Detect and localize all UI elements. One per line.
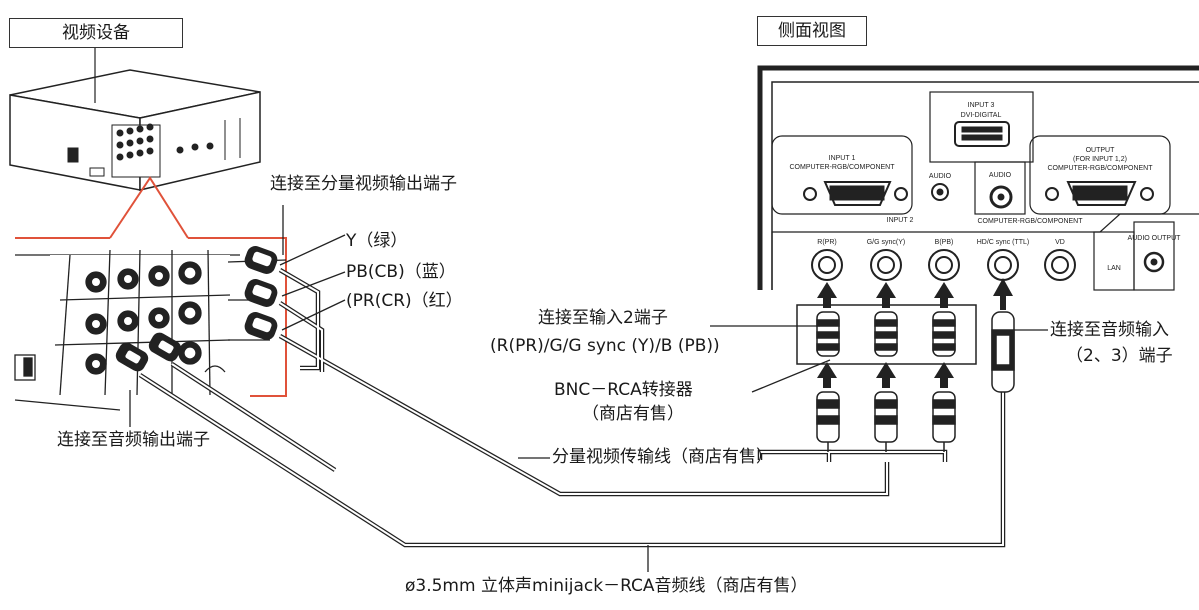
insert-arrows	[817, 278, 1013, 388]
leader-lines	[129, 205, 1048, 572]
audio-cable-inner	[139, 363, 1004, 546]
bnc-adapter-group-box	[796, 304, 977, 365]
svg-text:R(PR): R(PR)	[817, 239, 836, 246]
svg-text:G/G sync(Y): G/G sync(Y)	[867, 239, 906, 246]
bnc-adapters	[816, 311, 956, 357]
connect-input2-label-2: (R(PR)/G/G sync (Y)/B (PB))	[490, 336, 720, 356]
projector-panel-text: INPUT 3 DVI-DIGITAL INPUT 1 COMPUTER-RGB…	[790, 102, 1182, 272]
component-cable-inner	[279, 269, 946, 495]
svg-text:COMPUTER-RGB/COMPONENT: COMPUTER-RGB/COMPONENT	[1048, 165, 1154, 172]
svg-text:INPUT 2: INPUT 2	[887, 217, 914, 224]
side-view-box: 侧面视图	[757, 16, 867, 46]
svg-text:AUDIO OUTPUT: AUDIO OUTPUT	[1128, 235, 1182, 242]
component-plugs-device	[244, 246, 278, 340]
pb-blue-label: PB(CB)（蓝）	[346, 262, 456, 282]
svg-text:(FOR INPUT 1,2): (FOR INPUT 1,2)	[1073, 156, 1127, 163]
minijack-cable-label: ø3.5mm 立体声minijack－RCA音频线（商店有售）	[405, 576, 808, 596]
bnc-adapter-label-2: （商店有售）	[582, 404, 684, 424]
device-rear-closeup	[14, 249, 287, 411]
y-green-label: Y（绿）	[346, 231, 408, 251]
svg-text:COMPUTER-RGB/COMPONENT: COMPUTER-RGB/COMPONENT	[790, 164, 896, 171]
svg-text:AUDIO: AUDIO	[989, 172, 1012, 179]
svg-text:VD: VD	[1055, 239, 1065, 246]
svg-text:OUTPUT: OUTPUT	[1086, 147, 1116, 154]
bnc-adapter-label-1: BNC－RCA转接器	[554, 380, 693, 400]
rca-plugs-projector	[816, 391, 956, 452]
projector-side-panel	[757, 65, 1199, 291]
connect-audio-in-label-2: （2、3）端子	[1066, 346, 1173, 366]
svg-text:INPUT 1: INPUT 1	[829, 155, 856, 162]
minijack-plug	[991, 311, 1015, 393]
svg-text:INPUT 3: INPUT 3	[968, 102, 995, 109]
svg-text:AUDIO: AUDIO	[929, 173, 952, 180]
component-cable-label: 分量视频传输线（商店有售）	[552, 447, 773, 467]
connect-audio-out-label: 连接至音频输出端子	[57, 430, 210, 450]
svg-text:LAN: LAN	[1107, 265, 1121, 272]
video-device-box: 视频设备	[9, 18, 183, 48]
svg-text:HD/C sync (TTL): HD/C sync (TTL)	[977, 239, 1030, 246]
svg-text:B(PB): B(PB)	[935, 239, 954, 246]
connect-component-out-label: 连接至分量视频输出端子	[270, 174, 457, 194]
svg-text:DVI-DIGITAL: DVI-DIGITAL	[961, 112, 1002, 119]
zoom-lines	[15, 176, 287, 397]
svg-text:COMPUTER-RGB/COMPONENT: COMPUTER-RGB/COMPONENT	[978, 218, 1084, 225]
connect-audio-in-label-1: 连接至音频输入	[1050, 320, 1169, 340]
audio-plugs-device	[115, 332, 182, 372]
connect-input2-label-1: 连接至输入2端子	[538, 308, 668, 328]
pr-red-label: (PR(CR)（红）	[346, 291, 463, 311]
video-device-illustration	[9, 47, 261, 191]
